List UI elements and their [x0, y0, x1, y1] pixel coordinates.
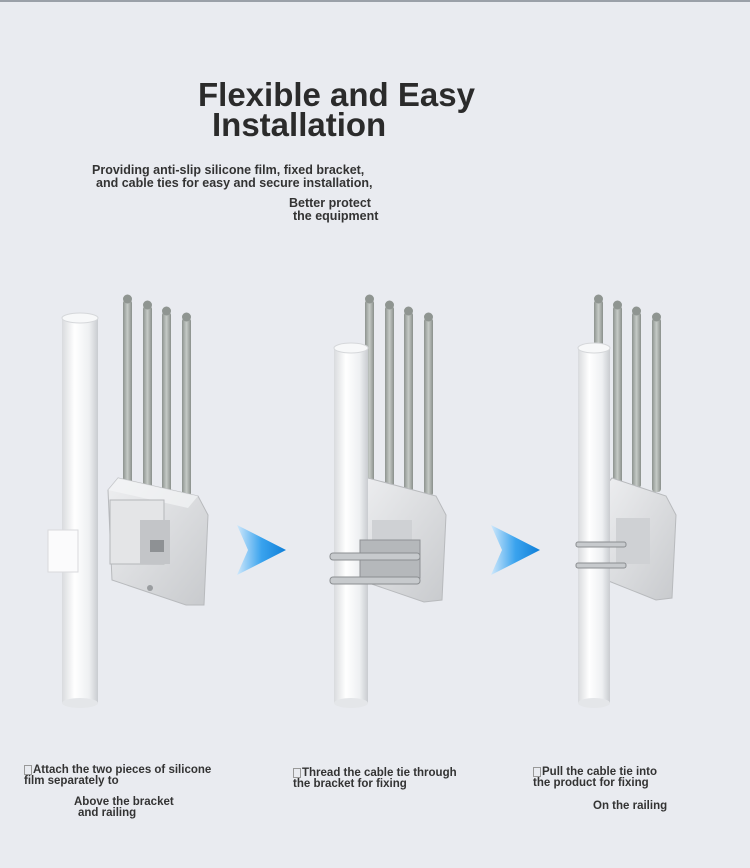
- pole-2: [333, 342, 369, 708]
- step-1-line-4: and railing: [78, 807, 137, 820]
- cable-ties-3: [575, 541, 627, 569]
- antenna-group-3: [594, 294, 661, 492]
- step-1-caption: Attach the two pieces of silicone film s…: [24, 764, 254, 820]
- subtitle-line-1: Providing anti-slip silicone film, fixed…: [92, 163, 365, 177]
- bracket-2: [329, 539, 421, 585]
- pole-1: [61, 312, 99, 708]
- silicone-film: [47, 529, 79, 573]
- top-divider: [0, 0, 750, 2]
- step-3-line-1: Pull the cable tie into: [542, 766, 658, 779]
- subtitle-protect-line-2: the equipment: [293, 209, 379, 223]
- pole-3: [577, 342, 611, 708]
- step-3-illustration: [575, 294, 677, 708]
- ap-device-3: [601, 477, 677, 601]
- title-line-2: Installation: [212, 106, 387, 143]
- step-3-caption: Pull the cable tie into the product for …: [533, 766, 743, 813]
- subtitle-protect: Better protect the equipment: [289, 197, 469, 223]
- subtitle-line-2: and cable ties for easy and secure insta…: [96, 176, 373, 190]
- subtitle-protect-line-1: Better protect: [289, 196, 371, 210]
- antenna-group-1: [123, 294, 191, 496]
- subtitle: Providing anti-slip silicone film, fixed…: [92, 164, 512, 190]
- antenna-group-2: [365, 294, 433, 496]
- step-1-line-3: Above the bracket: [74, 796, 174, 809]
- placeholder-box-icon: [24, 765, 32, 775]
- step-2-line-2: the bracket for fixing: [293, 778, 407, 791]
- arrow-right-icon: [491, 525, 540, 575]
- page-title: Flexible and Easy Installation: [198, 78, 558, 143]
- placeholder-box-icon: [293, 768, 301, 778]
- step-1-line-2: film separately to: [24, 775, 119, 788]
- step-3-line-2: the product for fixing: [533, 777, 649, 790]
- step-1-illustration: [47, 294, 209, 708]
- step-2-illustration: [329, 294, 447, 708]
- step-3-line-3: On the railing: [593, 800, 668, 813]
- placeholder-box-icon: [533, 767, 541, 777]
- ap-device-1: [107, 477, 209, 606]
- step-2-line-1: Thread the cable tie through: [302, 767, 457, 780]
- arrow-right-icon: [237, 525, 286, 575]
- step-2-caption: Thread the cable tie through the bracket…: [293, 767, 513, 791]
- title-line-1: Flexible and Easy: [198, 76, 475, 113]
- step-1-line-1: Attach the two pieces of silicone: [33, 764, 212, 777]
